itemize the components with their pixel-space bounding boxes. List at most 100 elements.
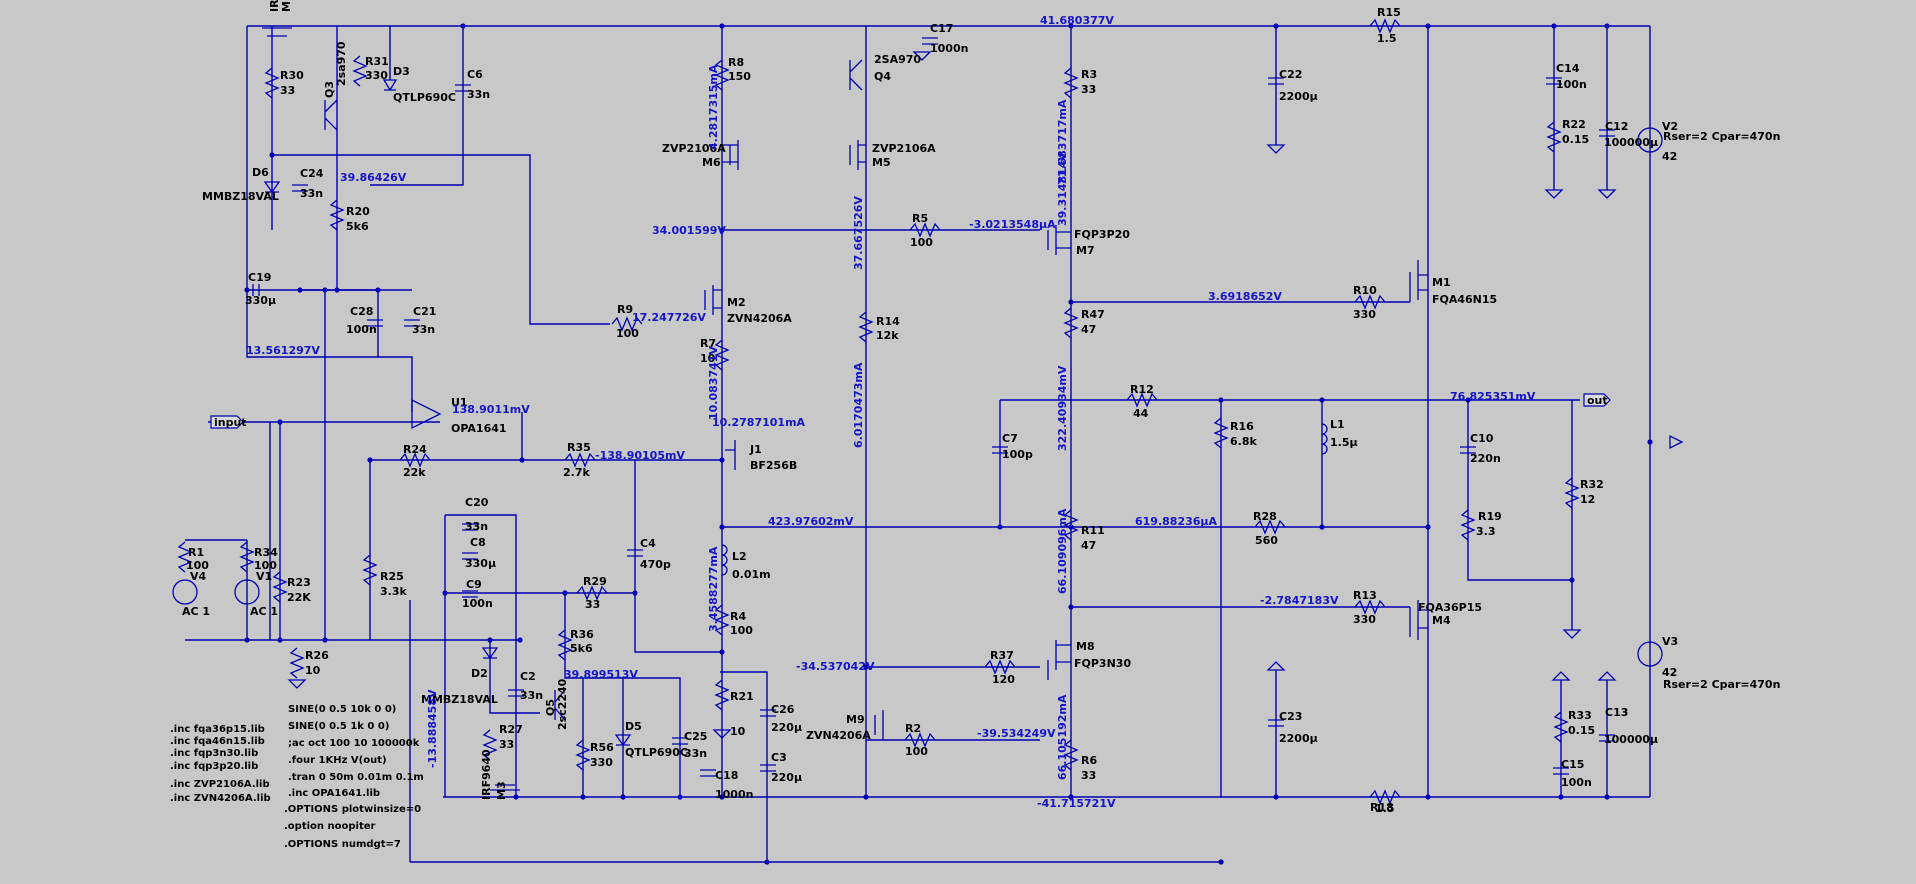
directive-line: .option noopiter — [284, 821, 376, 832]
component-ref-r35: R35 — [567, 441, 591, 454]
vertical-label-v-r47: 322.40934mV — [1056, 365, 1069, 451]
node-label-i-r5: -3.0213548µA — [969, 218, 1056, 231]
capacitor-c3 — [760, 764, 776, 772]
component-ref-r32: R32 — [1580, 478, 1604, 491]
component-ref-c17: C17 — [930, 22, 953, 35]
ground-symbol — [1597, 671, 1617, 681]
spice-directives: SINE(0 0.5 10k 0 0) SINE(0 0.5 1k 0 0) ;… — [284, 704, 424, 850]
capacitor-c8 — [462, 552, 478, 560]
component-value-r10: 330 — [1353, 308, 1376, 321]
component-value-r21: 10 — [730, 725, 746, 738]
component-ref-c26: C26 — [771, 703, 795, 716]
node-label-v-m9: -39.534249V — [977, 727, 1056, 740]
component-ref-m1: M1 — [1432, 276, 1451, 289]
component-ref-r7: R7 — [700, 337, 716, 350]
resistor-r13 — [1354, 599, 1386, 615]
component-ref-c13: C13 — [1605, 706, 1628, 719]
component-ref-d2: D2 — [471, 667, 488, 680]
mosfet-m4 — [1409, 600, 1428, 640]
component-value-m3: IRF9640 — [480, 749, 493, 800]
component-ref-r34: R34 — [254, 546, 278, 559]
node-label-v-q3: 39.86426V — [340, 171, 407, 184]
component-value-r20: 5k6 — [346, 220, 369, 233]
component-value-m2: ZVN4206A — [727, 312, 792, 325]
capacitor-c2 — [508, 689, 524, 697]
component-value-r33: 0.15 — [1568, 724, 1595, 737]
capacitor-c20 — [462, 523, 478, 531]
mosfet-m3 — [490, 784, 520, 791]
capacitor-c22 — [1268, 77, 1284, 85]
node-label-v-out: 76.825351mV — [1450, 390, 1536, 403]
node-label-v-vref: 13.561297V — [246, 344, 320, 357]
node-label-v-m6-gate: 34.001599V — [652, 224, 726, 237]
component-ref-m8: M8 — [1076, 640, 1095, 653]
node-label-v-rail-pos: 41.680377V — [1040, 14, 1114, 27]
component-ref-c7: C7 — [1002, 432, 1018, 445]
resistor-r36 — [557, 629, 573, 661]
component-value-r47: 47 — [1081, 323, 1096, 336]
resistor-r11 — [1063, 509, 1079, 541]
component-value-q5: 2sc2240 — [556, 678, 569, 730]
bjt-q3 — [324, 99, 338, 131]
capacitor-c12 — [1599, 129, 1615, 137]
vertical-label-i-r11: 66.109096mA — [1056, 508, 1069, 594]
resistor-r14 — [858, 311, 874, 343]
ground-symbol — [1266, 144, 1286, 154]
input-flag[interactable]: input — [210, 415, 247, 429]
component-value-r9: 100 — [616, 327, 639, 340]
v3-params: Rser=2 Cpar=470n — [1663, 678, 1780, 691]
include-directives: .inc fqa36p15.lib .inc fqa46n15.lib .inc… — [170, 724, 271, 804]
capacitor-c7 — [992, 446, 1008, 454]
include-line: .inc ZVP2106A.lib — [170, 779, 270, 790]
component-value-r1: 100 — [186, 559, 209, 572]
directive-line: .OPTIONS numdgt=7 — [284, 839, 401, 850]
ground-symbol — [1669, 434, 1684, 450]
capacitor-c14 — [1546, 77, 1562, 85]
resistor-r16 — [1213, 417, 1229, 449]
component-ref-r23: R23 — [287, 576, 311, 589]
component-value-c28: 100n — [346, 323, 377, 336]
directive-line: ;ac oct 100 10 100000k — [288, 738, 420, 749]
component-value-c6: 33n — [467, 88, 490, 101]
resistor-r28 — [1254, 519, 1286, 535]
component-value-j1: BF256B — [750, 459, 797, 472]
capacitor-c10 — [1460, 446, 1476, 454]
resistor-r30 — [264, 67, 280, 99]
resistor-r33 — [1553, 711, 1569, 743]
component-value-c17: 1000n — [930, 42, 968, 55]
component-value-l1: 1.5µ — [1330, 436, 1358, 449]
input-flag-label: input — [214, 416, 247, 429]
component-value-r3: 33 — [1081, 83, 1096, 96]
component-ref-v1: V1 — [256, 570, 272, 583]
component-ref-c23: C23 — [1279, 710, 1302, 723]
include-line: .inc ZVN4206A.lib — [170, 793, 271, 804]
component-ref-r4: R4 — [730, 610, 746, 623]
component-ref-c19: C19 — [248, 271, 271, 284]
component-value-c14: 100n — [1556, 78, 1587, 91]
node-labels: 41.680377V-41.715721V39.86426V34.001599V… — [246, 14, 1536, 810]
component-ref-c28: C28 — [350, 305, 373, 318]
component-ref-r8: R8 — [728, 56, 744, 69]
output-flag[interactable]: out — [1583, 393, 1611, 407]
mosfet-m5 — [849, 140, 866, 170]
component-value-l2: 0.01m — [732, 568, 771, 581]
component-value-m6: ZVP2106A — [662, 142, 726, 155]
include-line: .inc fqa36p15.lib — [170, 724, 265, 735]
resistor-r31 — [352, 55, 368, 87]
node-label-v-q5: 39.899513V — [564, 668, 638, 681]
component-ref-l2: L2 — [732, 550, 747, 563]
component-value-r13: 330 — [1353, 613, 1376, 626]
v2-params: Rser=2 Cpar=470n — [1663, 130, 1780, 143]
mosfet-m10 — [262, 27, 292, 37]
component-ref-c3: C3 — [771, 751, 787, 764]
include-line: .inc fqa46n15.lib — [170, 736, 265, 747]
resistor-r18 — [1369, 789, 1401, 805]
component-ref-u1: U1 — [451, 396, 468, 409]
component-value-r23: 22K — [287, 591, 311, 604]
component-ref-q5: Q5 — [544, 699, 557, 716]
component-ref-r31: R31 — [365, 55, 389, 68]
component-ref-r47: R47 — [1081, 308, 1105, 321]
component-value-m8: FQP3N30 — [1074, 657, 1131, 670]
component-ref-c2: C2 — [520, 670, 536, 683]
